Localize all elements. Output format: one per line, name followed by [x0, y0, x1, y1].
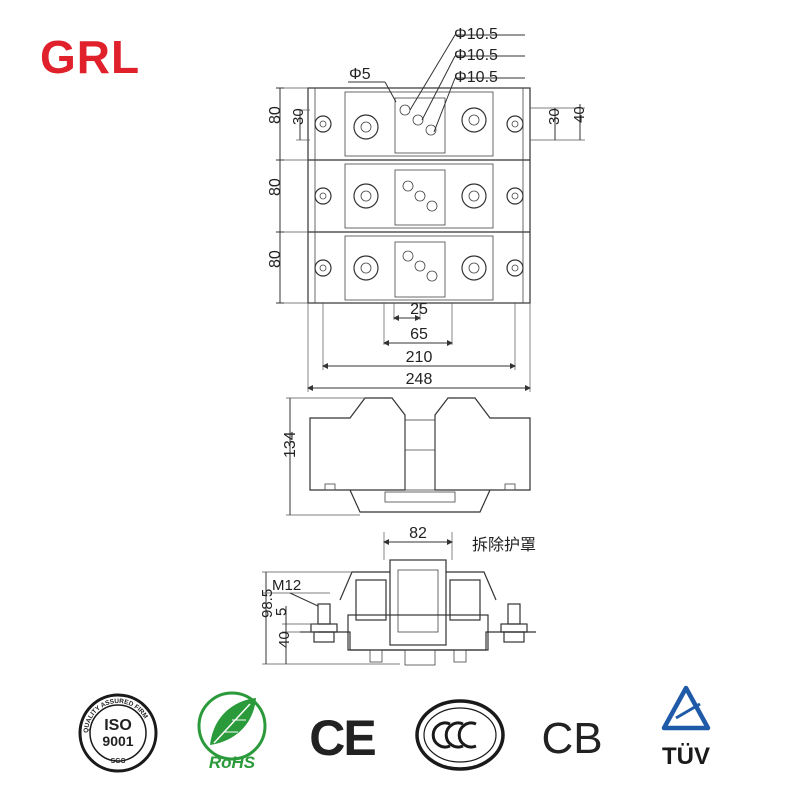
bottom-view: [262, 532, 536, 666]
bottom-dim-210: 210: [406, 349, 433, 366]
pitch-label-2: 80: [267, 178, 284, 196]
bottom-width-label: 82: [409, 525, 427, 542]
rohs-text: RoHS: [209, 753, 256, 772]
thread-label: M12: [272, 577, 301, 594]
svg-text:ISO: ISO: [104, 717, 132, 734]
remove-cover-note: 拆除护罩: [472, 536, 536, 554]
height-label-40: 40: [276, 631, 293, 648]
svg-text:9001: 9001: [102, 733, 133, 749]
side-height-label: 134: [282, 431, 299, 458]
right-inner-label-1: 30: [546, 108, 563, 125]
pitch-label-3: 80: [267, 250, 284, 268]
height-label-5: 5: [273, 608, 290, 616]
side-view: [286, 397, 531, 516]
tuv-mark-icon: TÜV: [661, 685, 711, 770]
height-label-98-5: 98.5: [259, 589, 276, 618]
top-view: [276, 34, 585, 392]
pitch-label-1: 80: [267, 106, 284, 124]
bottom-dim-248: 248: [406, 371, 433, 388]
diameter-label-3: Φ10.5: [454, 69, 498, 86]
cb-mark-icon: CB: [541, 714, 602, 763]
svg-text:SGS: SGS: [111, 758, 126, 765]
ccc-mark-icon: [415, 699, 505, 771]
ce-mark-icon: CE: [309, 710, 375, 766]
tuv-text: TÜV: [662, 743, 710, 770]
diameter-label-2: Φ10.5: [454, 47, 498, 64]
bottom-dim-25: 25: [410, 301, 428, 318]
right-inner-label-2: 40: [571, 106, 588, 123]
bottom-dim-65: 65: [410, 326, 428, 343]
rohs-icon: RoHS: [197, 691, 267, 772]
small-hole-label: Φ5: [349, 66, 371, 83]
iso-9001-seal-icon: QUALITY ASSURED FIRM ISO 9001 SGS: [78, 693, 158, 773]
grl-logo: GRL: [40, 31, 141, 83]
left-inner-label: 30: [290, 108, 307, 125]
diameter-label-1: Φ10.5: [454, 26, 498, 43]
